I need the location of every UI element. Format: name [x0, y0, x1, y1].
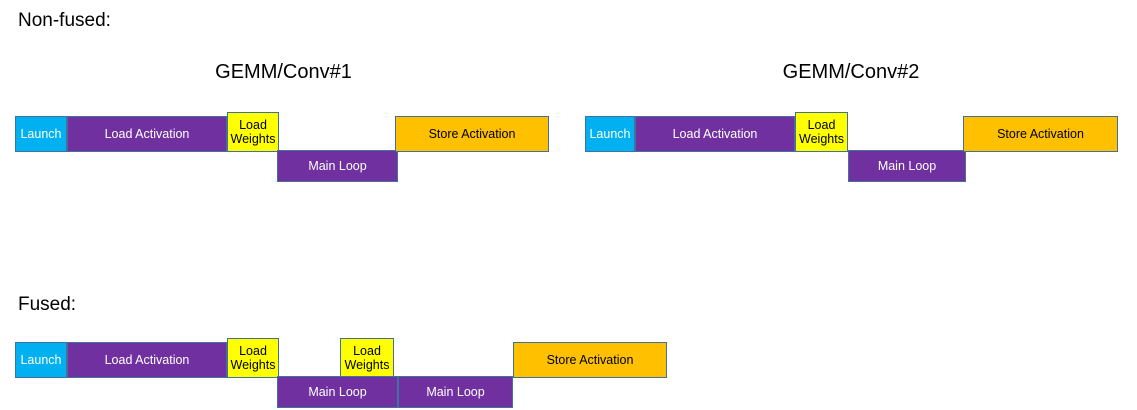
- bar-fused-store-activation: Store Activation: [513, 342, 667, 378]
- section-label-non-fused: Non-fused:: [18, 10, 111, 31]
- bar-label: Main Loop: [877, 159, 937, 173]
- bar-label: Load Activation: [672, 127, 758, 141]
- bar-label: Main Loop: [308, 159, 367, 173]
- bar-fused-load-activation: Load Activation: [67, 342, 227, 378]
- bar-label: Launch: [20, 127, 62, 141]
- bar-non-fused-main-loop: Main Loop: [848, 150, 966, 182]
- bar-label: Store Activation: [428, 127, 516, 141]
- bar-non-fused-launch: Launch: [15, 116, 67, 152]
- bar-label: Main Loop: [426, 385, 485, 399]
- bar-non-fused-load-weights: Load Weights: [795, 112, 848, 152]
- bar-fused-load-weights: Load Weights: [340, 338, 394, 378]
- bar-non-fused-load-activation: Load Activation: [635, 116, 795, 152]
- bar-label: Main Loop: [308, 385, 367, 399]
- bar-label: Launch: [589, 127, 631, 141]
- bar-non-fused-store-activation: Store Activation: [395, 116, 549, 152]
- bar-label: Load Activation: [104, 127, 190, 141]
- bar-fused-main-loop: Main Loop: [277, 376, 398, 408]
- bar-label: Launch: [20, 353, 62, 367]
- bar-label: Store Activation: [546, 353, 634, 367]
- bar-fused-launch: Launch: [15, 342, 67, 378]
- bar-label: Load Weights: [230, 118, 276, 146]
- bar-fused-main-loop: Main Loop: [398, 376, 513, 408]
- bar-non-fused-load-weights: Load Weights: [227, 112, 279, 152]
- bar-label: Load Activation: [104, 353, 190, 367]
- bar-non-fused-load-activation: Load Activation: [67, 116, 227, 152]
- kernel-title-gemm-conv-1: GEMM/Conv#1: [215, 61, 352, 83]
- bar-label: Load Weights: [230, 344, 276, 372]
- bar-label: Load Weights: [799, 118, 844, 146]
- bar-non-fused-main-loop: Main Loop: [277, 150, 398, 182]
- bar-label: Store Activation: [997, 127, 1084, 141]
- kernel-title-gemm-conv-2: GEMM/Conv#2: [782, 61, 920, 83]
- bar-non-fused-store-activation: Store Activation: [963, 116, 1118, 152]
- bar-label: Load Weights: [344, 344, 390, 372]
- bar-fused-load-weights: Load Weights: [227, 338, 279, 378]
- bar-non-fused-launch: Launch: [585, 116, 635, 152]
- section-label-fused: Fused:: [18, 294, 77, 315]
